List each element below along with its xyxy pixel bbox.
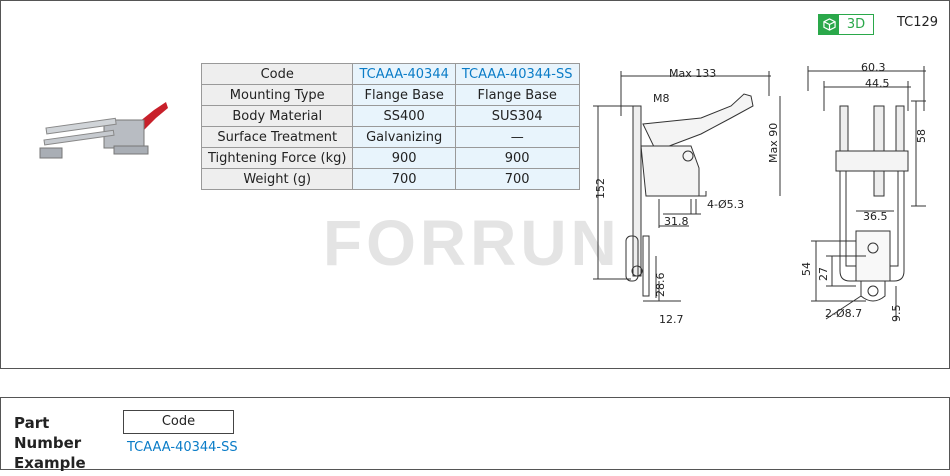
example-title: Part Number Example [14, 414, 86, 472]
cell: 700 [352, 168, 456, 190]
code-link[interactable]: TCAAA-40344 [352, 63, 456, 85]
cell: 900 [454, 147, 580, 169]
row-label: Mounting Type [200, 84, 354, 106]
watermark: FORRUN [323, 207, 621, 279]
cell: — [454, 126, 580, 148]
cell: SS400 [352, 105, 456, 127]
cell: Flange Base [352, 84, 456, 106]
code-link[interactable]: TCAAA-40344-SS [454, 63, 580, 85]
row-label: Weight (g) [200, 168, 354, 190]
3d-button[interactable]: 3D [818, 14, 874, 35]
front-view-drawing [807, 66, 926, 321]
cell: 700 [454, 168, 580, 190]
row-label: Body Material [200, 105, 354, 127]
cell: 900 [352, 147, 456, 169]
row-label: Tightening Force (kg) [200, 147, 354, 169]
cell: Flange Base [454, 84, 580, 106]
cube-icon [819, 15, 839, 34]
header-cell: Code [200, 63, 354, 85]
example-code: TCAAA-40344-SS [127, 440, 238, 455]
product-photo [39, 102, 168, 159]
series-code: TC129 [897, 15, 939, 30]
side-view-drawing [593, 71, 781, 302]
cell: SUS304 [454, 105, 580, 127]
row-label: Surface Treatment [200, 126, 354, 148]
3d-label: 3D [846, 17, 866, 32]
code-label-box: Code [123, 410, 234, 434]
cell: Galvanizing [352, 126, 456, 148]
